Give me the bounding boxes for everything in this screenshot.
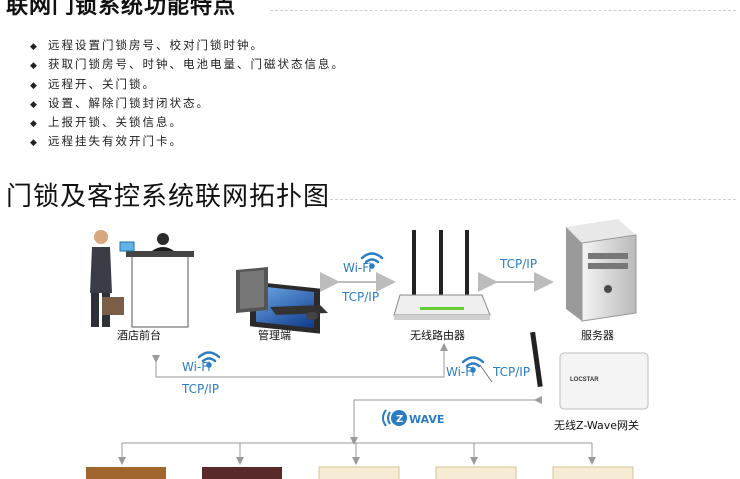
door-lock-thumbnail bbox=[318, 466, 400, 479]
tcpip-label: TCP/IP bbox=[342, 290, 380, 304]
bullet-icon: ◆ bbox=[30, 99, 39, 110]
feature-item: ◆远程设置门锁房号、校对门锁时钟。 bbox=[30, 37, 345, 56]
wifi-label: Wi-Fi bbox=[182, 360, 211, 374]
svg-text:Z: Z bbox=[396, 414, 403, 425]
desk-router-connector bbox=[152, 343, 448, 378]
tcpip-label: TCP/IP bbox=[500, 257, 538, 271]
bullet-icon: ◆ bbox=[30, 42, 39, 52]
bullet-icon: ◆ bbox=[30, 119, 39, 130]
server-illustration bbox=[566, 219, 637, 322]
door-lock-thumbnail bbox=[552, 466, 634, 479]
topology-divider bbox=[330, 199, 736, 200]
management-label: 管理端 bbox=[258, 329, 291, 342]
feature-item: ◆设置、解除门锁封闭状态。 bbox=[30, 95, 345, 114]
gateway-brand-text: LOCSTAR bbox=[570, 377, 599, 383]
front-desk-label: 酒店前台 bbox=[117, 329, 161, 342]
feature-item: ◆远程挂失有效开门卡。 bbox=[30, 133, 345, 152]
gateway-label: 无线Z-Wave网关 bbox=[554, 419, 640, 432]
zwave-logo: Z WAVE bbox=[382, 409, 444, 427]
bullet-icon: ◆ bbox=[30, 138, 39, 149]
door-lock-thumbnail bbox=[435, 466, 517, 479]
tcpip-label: TCP/IP bbox=[493, 365, 531, 379]
bullet-icon: ◆ bbox=[30, 61, 39, 72]
feature-item: ◆远程开、关门锁。 bbox=[30, 76, 345, 95]
feature-section-title: 联网门锁系统功能特点 bbox=[6, 0, 237, 19]
door-lock-thumbnail bbox=[202, 467, 282, 479]
door-lock-thumbnail bbox=[86, 467, 166, 479]
title-divider bbox=[270, 10, 736, 11]
door-bus bbox=[118, 442, 596, 465]
front-desk-illustration bbox=[90, 230, 194, 328]
topology-diagram: LOCSTAR Z WAVE bbox=[86, 219, 649, 479]
zwave-logo-text: WAVE bbox=[409, 413, 444, 426]
tcpip-label: TCP/IP bbox=[182, 382, 220, 396]
bullet-icon: ◆ bbox=[30, 80, 39, 91]
router-label: 无线路由器 bbox=[410, 329, 465, 342]
zwave-gateway-illustration: LOCSTAR bbox=[530, 331, 649, 410]
wifi-label: Wi-Fi bbox=[343, 261, 372, 275]
wifi-icon bbox=[461, 356, 485, 373]
gateway-connector bbox=[350, 396, 542, 445]
wifi-tcp-separator bbox=[479, 364, 493, 383]
server-label: 服务器 bbox=[581, 329, 614, 342]
feature-item: ◆上报开锁、关锁信息。 bbox=[30, 114, 345, 133]
feature-item: ◆获取门锁房号、时钟、电池电量、门磁状态信息。 bbox=[30, 56, 345, 75]
router-illustration bbox=[393, 230, 491, 320]
wifi-icon bbox=[360, 252, 384, 269]
management-computer-illustration bbox=[236, 267, 328, 334]
feature-list: ◆远程设置门锁房号、校对门锁时钟。 ◆获取门锁房号、时钟、电池电量、门磁状态信息… bbox=[30, 37, 345, 153]
topology-title: 门锁及客控系统联网拓扑图 bbox=[6, 182, 331, 212]
wifi-label: Wi-Fi bbox=[446, 365, 475, 379]
